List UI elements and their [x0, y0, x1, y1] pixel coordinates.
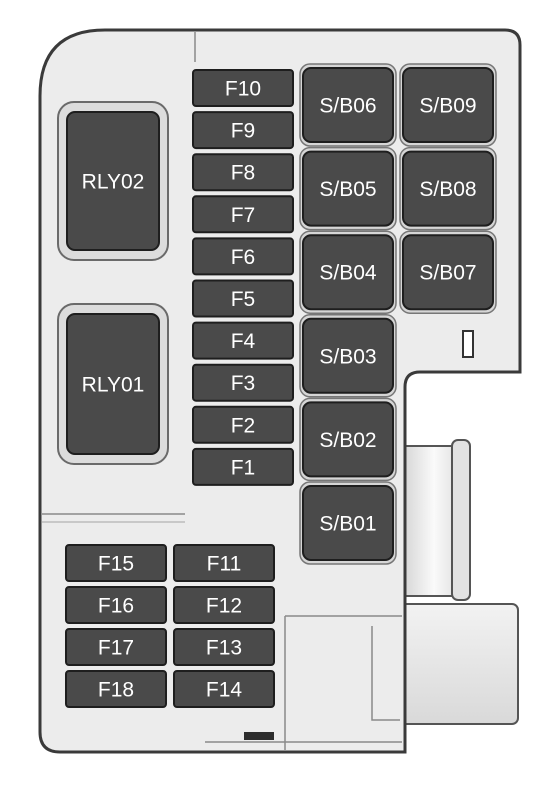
fuse-f9-body: [192, 111, 294, 150]
fuse-f14-body: [173, 670, 275, 708]
fuse-f4-label: F4: [231, 330, 256, 353]
fuse-f14: F14: [173, 670, 275, 708]
fuse-f18-body: [65, 670, 167, 708]
relay-rly01-label: RLY01: [82, 374, 145, 397]
fuse-f7: F7: [192, 195, 294, 234]
sb-fuse-sb03-body: [302, 317, 394, 394]
fuse-f6-body: [192, 237, 294, 276]
fuse-f17-body: [65, 628, 167, 666]
fuse-f9: F9: [192, 111, 294, 150]
sb-fuse-sb02-label: S/B02: [319, 429, 376, 452]
fuse-f12-body: [173, 586, 275, 624]
sb-fuse-sb08-body: [402, 150, 494, 227]
sb-fuse-sb08-label: S/B08: [419, 178, 476, 201]
fuse-f2-body: [192, 405, 294, 444]
sb-fuse-sb06-label: S/B06: [319, 95, 376, 118]
fuse-f15: F15: [65, 544, 167, 582]
fuse-f2: F2: [192, 405, 294, 444]
housing-details: [42, 32, 402, 750]
side-connectors: [397, 439, 519, 725]
fuse-f10-body: [192, 69, 294, 107]
fuse-f1: F1: [192, 447, 294, 486]
relay-rly01-body: [66, 313, 160, 455]
sb-fuse-sb09-body: [402, 67, 494, 143]
sb-fuse-sb03-label: S/B03: [319, 345, 376, 368]
fuse-f4: F4: [192, 321, 294, 360]
fuse-f8-body: [192, 153, 294, 192]
fuse-f1-label: F1: [231, 456, 256, 479]
fuse-f12-label: F12: [206, 595, 242, 618]
sb-fuse-sb07-body: [402, 234, 494, 311]
fuse-f6-label: F6: [231, 246, 256, 269]
fuse-f11: F11: [173, 544, 275, 582]
fuse-f3-label: F3: [231, 372, 256, 395]
fuse-f4-body: [192, 321, 294, 360]
sb-fuse-sb09: S/B09: [402, 67, 494, 143]
fuse-f5-label: F5: [231, 288, 256, 311]
sb-fuse-sb02-body: [302, 401, 394, 478]
relay-rly02-label: RLY02: [82, 171, 145, 194]
fuse-f2-label: F2: [231, 414, 256, 437]
fuse-f7-label: F7: [231, 204, 256, 227]
sb-fuse-sb02: S/B02: [302, 401, 394, 478]
sb-fuse-sb06-body: [302, 67, 394, 143]
fuse-f15-label: F15: [98, 553, 134, 576]
relay-rly02: RLY02: [66, 111, 160, 251]
fuse-f10-label: F10: [225, 78, 261, 101]
sb-fuse-sb05: S/B05: [302, 150, 394, 227]
fuse-f3-body: [192, 363, 294, 402]
clip-mark: [462, 330, 474, 358]
relay-rly01: RLY01: [66, 313, 160, 455]
sb-fuse-sb07: S/B07: [402, 234, 494, 311]
fuse-f3: F3: [192, 363, 294, 402]
sb-fuse-sb01: S/B01: [302, 485, 394, 561]
fuse-f5-body: [192, 279, 294, 318]
sb-fuse-sb01-body: [302, 485, 394, 561]
fuse-f13-body: [173, 628, 275, 666]
fuse-f1-body: [192, 447, 294, 486]
fuse-f16-body: [65, 586, 167, 624]
fuse-f17: F17: [65, 628, 167, 666]
sb-fuse-sb05-label: S/B05: [319, 178, 376, 201]
fuse-f13-label: F13: [206, 637, 242, 660]
fuse-f11-label: F11: [207, 553, 242, 576]
fuse-f13: F13: [173, 628, 275, 666]
fuse-f18: F18: [65, 670, 167, 708]
fuse-f9-label: F9: [231, 120, 256, 143]
sb-fuse-sb06: S/B06: [302, 67, 394, 143]
fuse-f8: F8: [192, 153, 294, 192]
fuse-f10: F10: [192, 69, 294, 107]
fuse-f17-label: F17: [98, 637, 134, 660]
sb-fuse-sb04: S/B04: [302, 234, 394, 311]
fuse-f15-body: [65, 544, 167, 582]
fuse-f14-label: F14: [206, 679, 243, 702]
fuse-f16-label: F16: [98, 595, 134, 618]
fuse-f7-body: [192, 195, 294, 234]
fuse-f5: F5: [192, 279, 294, 318]
fuse-f6: F6: [192, 237, 294, 276]
round-connector-cap: [451, 439, 471, 601]
sb-fuse-sb04-label: S/B04: [319, 262, 377, 285]
sb-fuse-sb01-label: S/B01: [319, 513, 376, 536]
sb-fuse-sb07-label: S/B07: [419, 262, 476, 285]
sb-fuse-sb04-body: [302, 234, 394, 311]
fuse-f11-body: [173, 544, 275, 582]
fuse-f16: F16: [65, 586, 167, 624]
sb-fuse-sb09-label: S/B09: [419, 95, 476, 118]
fuse-f12: F12: [173, 586, 275, 624]
latch-tab: [244, 732, 274, 740]
relay-rly02-body: [66, 111, 160, 251]
square-connector: [397, 603, 519, 725]
fuse-f8-label: F8: [231, 162, 256, 185]
sb-fuse-sb03: S/B03: [302, 317, 394, 394]
fuse-f18-label: F18: [98, 679, 134, 702]
sb-fuse-sb05-body: [302, 150, 394, 227]
sb-fuse-sb08: S/B08: [402, 150, 494, 227]
